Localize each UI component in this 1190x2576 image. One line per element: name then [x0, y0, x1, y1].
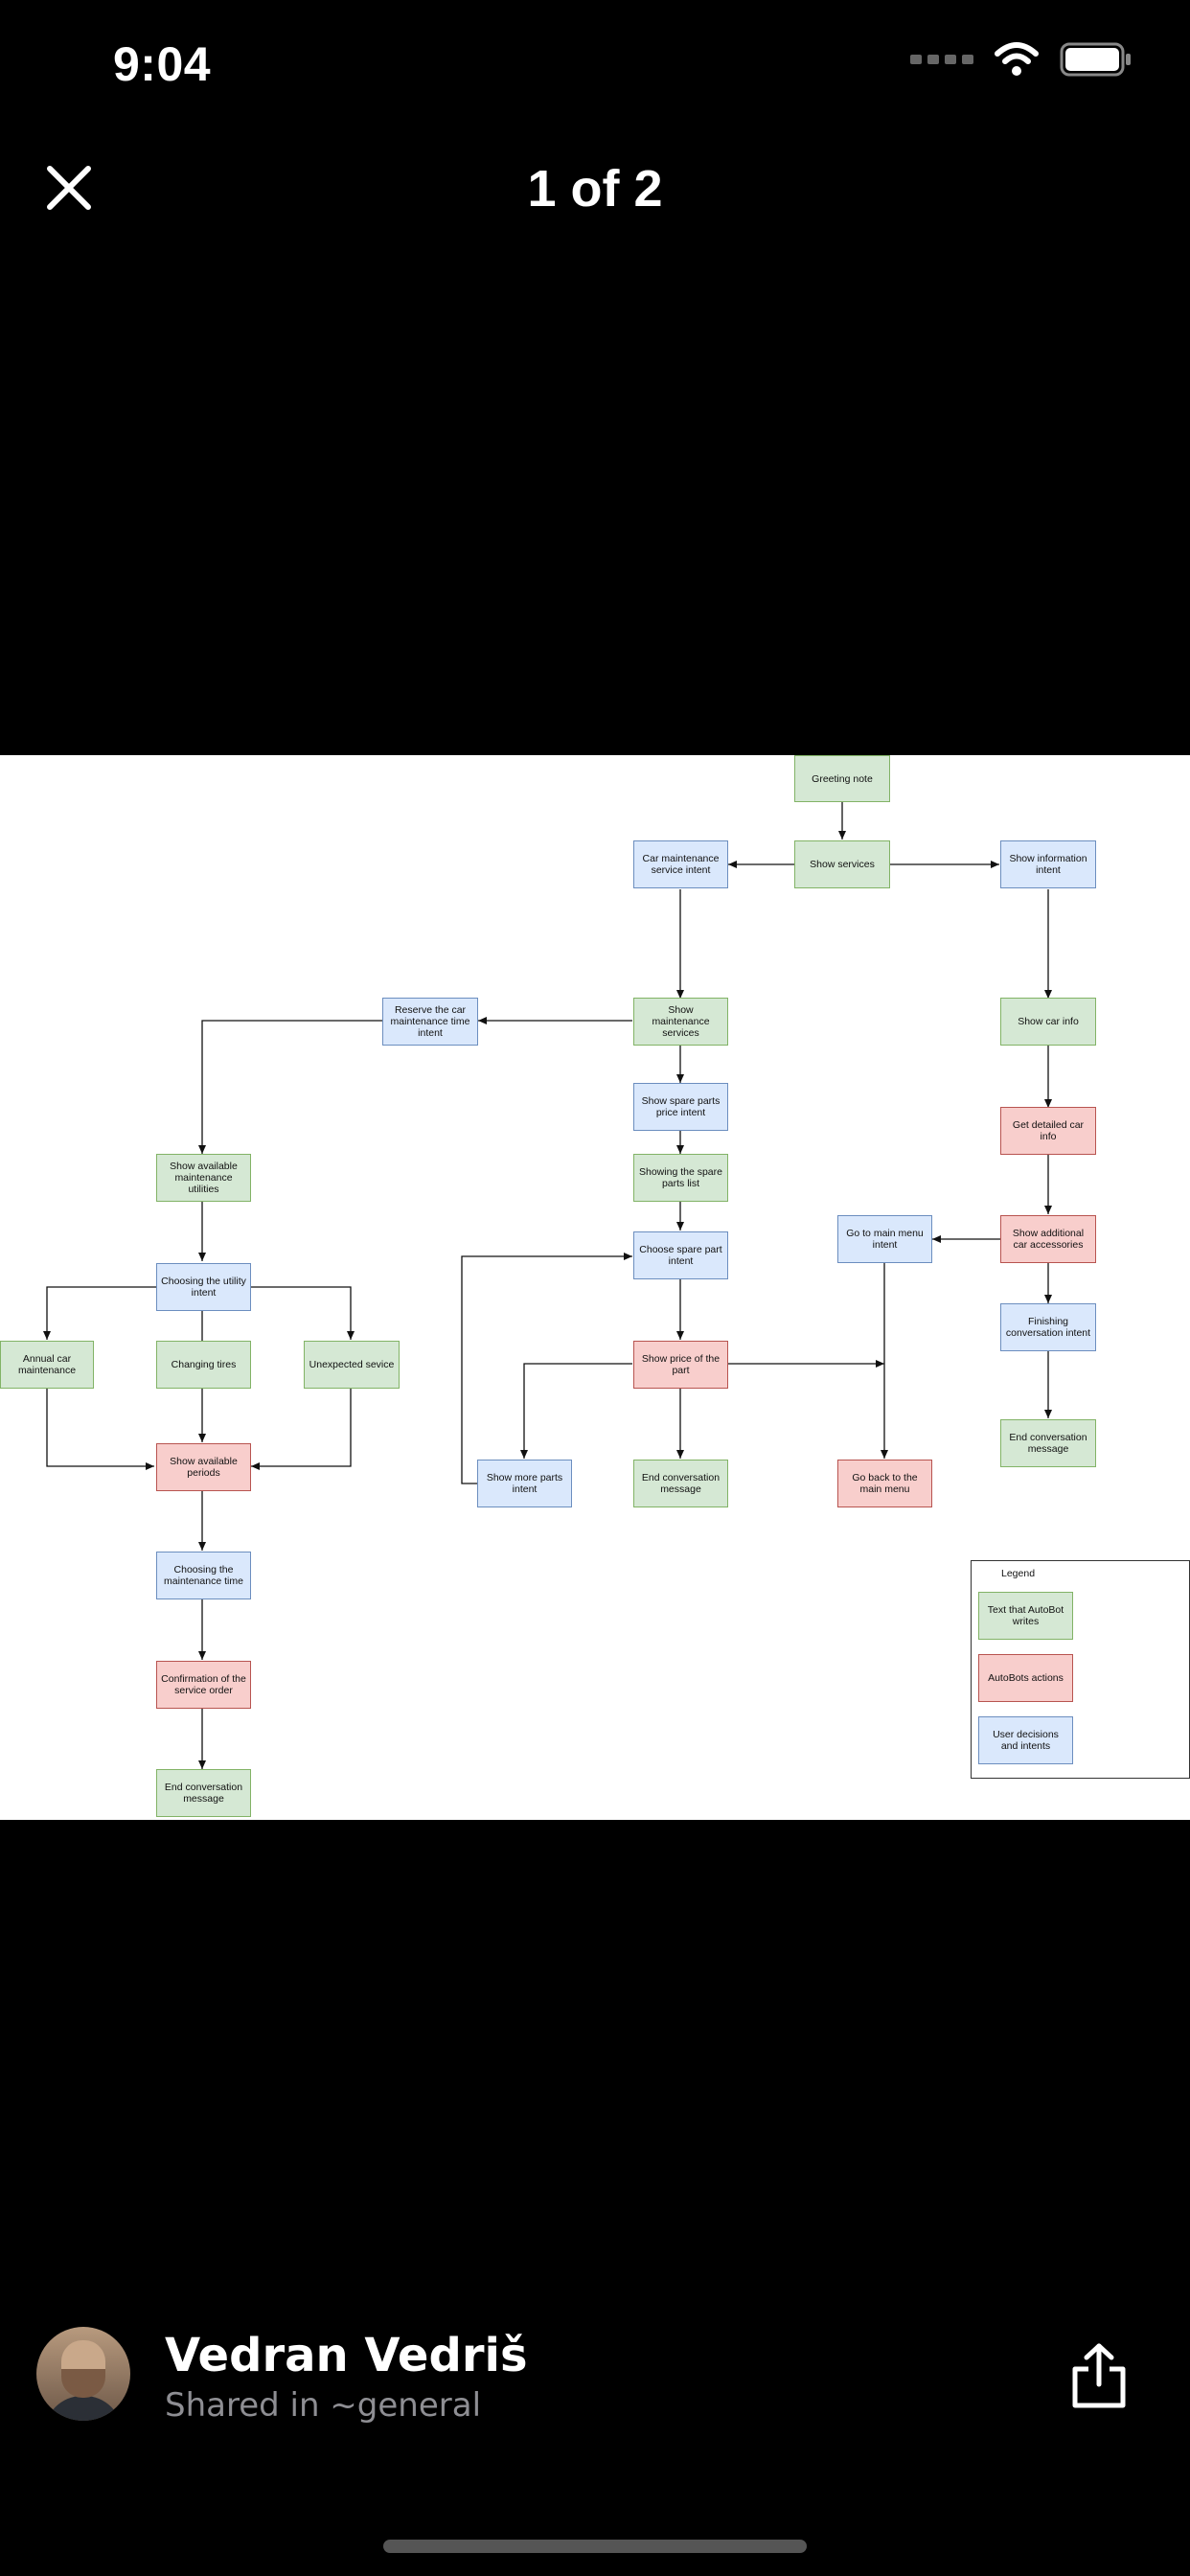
home-indicator[interactable] — [383, 2540, 807, 2553]
node-get-detailed-car-info: Get detailed car info — [1000, 1107, 1096, 1155]
node-show-additional-accessories: Show additional car accessories — [1000, 1215, 1096, 1263]
node-show-services: Show services — [794, 840, 890, 888]
node-finishing-conversation-intent: Finishing conversation intent — [1000, 1303, 1096, 1351]
node-show-available-periods: Show available periods — [156, 1443, 251, 1491]
node-greeting-note: Greeting note — [794, 755, 890, 802]
node-choosing-maintenance-time: Choosing the maintenance time — [156, 1552, 251, 1599]
node-confirmation-service-order: Confirmation of the service order — [156, 1661, 251, 1709]
node-annual-maintenance: Annual car maintenance — [0, 1341, 94, 1389]
shared-in-channel: Shared in ~general — [165, 2386, 482, 2425]
wifi-icon — [995, 42, 1039, 76]
node-changing-tires: Changing tires — [156, 1341, 251, 1389]
node-show-maintenance-services: Show maintenance services — [633, 998, 728, 1046]
node-unexpected-service: Unexpected sevice — [304, 1341, 400, 1389]
node-choose-spare-part-intent: Choose spare part intent — [633, 1231, 728, 1279]
battery-icon — [1060, 42, 1131, 77]
shared-image[interactable]: Greeting note Show services Car maintena… — [0, 755, 1190, 1820]
status-icons — [910, 42, 1133, 77]
avatar[interactable] — [36, 2327, 130, 2421]
node-go-to-main-menu-intent: Go to main menu intent — [837, 1215, 932, 1263]
node-end-conversation-right: End conversation message — [1000, 1419, 1096, 1467]
cellular-icon — [910, 55, 973, 64]
close-icon[interactable] — [44, 163, 94, 213]
node-show-more-parts-intent: Show more parts intent — [477, 1460, 572, 1507]
legend-title: Legend — [1001, 1568, 1036, 1579]
node-end-conversation-middle: End conversation message — [633, 1460, 728, 1507]
node-show-car-info: Show car info — [1000, 998, 1096, 1046]
node-show-price-of-part: Show price of the part — [633, 1341, 728, 1389]
node-end-conversation-left: End conversation message — [156, 1769, 251, 1817]
legend-item-red: AutoBots actions — [978, 1654, 1073, 1702]
sender-footer: Vedran Vedriš Shared in ~general — [0, 2319, 1190, 2511]
legend-item-blue: User decisions and intents — [978, 1716, 1073, 1764]
share-icon[interactable] — [1069, 2342, 1129, 2409]
node-reserve-time-intent: Reserve the car maintenance time intent — [382, 998, 478, 1046]
node-car-maintenance-intent: Car maintenance service intent — [633, 840, 728, 888]
node-show-available-utilities: Show available maintenance utilities — [156, 1154, 251, 1202]
node-choosing-utility-intent: Choosing the utility intent — [156, 1263, 251, 1311]
node-spare-parts-price-intent: Show spare parts price intent — [633, 1083, 728, 1131]
node-go-back-main-menu: Go back to the main menu — [837, 1460, 932, 1507]
sender-name: Vedran Vedriš — [165, 2329, 528, 2382]
legend-item-green: Text that AutoBot writes — [978, 1592, 1073, 1640]
node-show-information-intent: Show information intent — [1000, 840, 1096, 888]
node-showing-spare-parts-list: Showing the spare parts list — [633, 1154, 728, 1202]
image-counter: 1 of 2 — [527, 160, 663, 218]
status-time: 9:04 — [113, 37, 212, 91]
